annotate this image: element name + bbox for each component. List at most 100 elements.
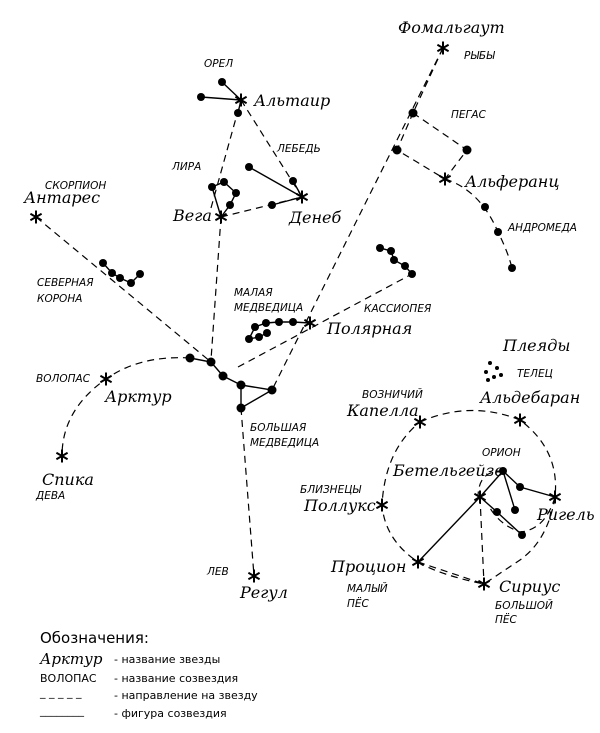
dot <box>408 270 416 278</box>
dir-pegasus-square <box>396 112 468 180</box>
star-name-betelgeuse: Бетельгейзе <box>392 461 504 480</box>
dot <box>495 366 499 370</box>
dot <box>208 183 216 191</box>
dir-vega-to-deneb <box>220 196 303 218</box>
star-marker-spica <box>55 449 69 463</box>
dot <box>268 201 276 209</box>
star-name-sirius: Сириус <box>499 577 560 596</box>
dot <box>289 177 297 185</box>
star-name-altair: Альтаир <box>253 91 330 110</box>
dot <box>218 78 226 86</box>
dot <box>511 506 519 514</box>
const-name-auriga: ВОЗНИЧИЙ <box>362 388 423 401</box>
const-name-canis-major-line2: ПЁС <box>495 613 518 626</box>
const-name-aquila: ОРЕЛ <box>204 58 233 70</box>
dot <box>245 335 253 343</box>
star-marker-betelgeuse <box>473 490 487 504</box>
const-name-canis-minor-line2: ПЁС <box>347 597 370 610</box>
dot <box>492 375 496 379</box>
const-name-pegasus: ПЕГАС <box>451 109 487 121</box>
star-marker-deneb <box>295 190 309 204</box>
dir-ursa-major-to-cassiopeia <box>237 273 413 368</box>
star-name-pollux: Поллукс <box>303 496 376 515</box>
dot <box>518 531 526 539</box>
star-name-polaris: Полярная <box>326 319 412 338</box>
legend-star-example: Арктур <box>39 650 103 668</box>
dot <box>408 108 418 118</box>
dir-ursa-major-to-regulus <box>240 407 255 577</box>
dot <box>236 380 246 390</box>
const-name-lyra: ЛИРА <box>171 161 201 173</box>
const-name-ursa-major-line1: БОЛЬШАЯ <box>250 422 307 434</box>
dot <box>267 385 277 395</box>
dir-fomalhaut-to-ursa-major <box>271 47 444 391</box>
star-name-procyon: Процион <box>330 557 406 576</box>
dot <box>484 370 488 374</box>
dot <box>206 357 216 367</box>
dot <box>387 247 395 255</box>
fig-orion <box>479 469 556 536</box>
star-marker-regulus <box>247 569 261 583</box>
dot <box>108 269 116 277</box>
const-name-ursa-minor-line1: МАЛАЯ <box>234 287 273 299</box>
dir-andromeda-arc <box>444 178 513 269</box>
direction-lines <box>35 47 557 585</box>
legend-dashed-desc: - направление на звезду <box>114 689 258 702</box>
star-marker-sirius <box>477 577 491 591</box>
dot <box>390 256 398 264</box>
legend: Обозначения: Арктур - название звезды ВО… <box>39 629 258 720</box>
legend-title: Обозначения: <box>40 629 149 647</box>
star-name-arcturus: Арктур <box>104 387 172 406</box>
star-name-alpheratz: Альферанц <box>464 172 560 191</box>
star-name-deneb: Денеб <box>288 208 341 227</box>
star-marker-alpheratz <box>438 172 452 186</box>
legend-solid-sample: ________ <box>39 704 85 717</box>
dot <box>494 228 502 236</box>
dot <box>516 483 524 491</box>
dir-winter-ellipse <box>381 409 557 585</box>
dir-pegasus-to-andromeda <box>412 47 444 114</box>
dot <box>462 145 472 155</box>
const-name-ursa-major-line2: МЕДВЕДИЦА <box>250 437 319 449</box>
dot <box>499 373 503 377</box>
const-name-corona-line1: СЕВЕРНАЯ <box>37 277 94 289</box>
legend-solid-desc: - фигура созвездия <box>114 707 227 720</box>
const-name-bootes: ВОЛОПАС <box>36 373 91 385</box>
star-dots <box>99 78 526 539</box>
dot <box>493 508 501 516</box>
star-name-aldebaran: Альдебаран <box>479 388 580 407</box>
dir-orion-to-sirius <box>479 496 485 585</box>
const-name-corona-line2: КОРОНА <box>37 293 82 305</box>
star-name-regulus: Регул <box>239 583 288 602</box>
star-names: Фомальгаут Альтаир Альферанц Антарес Вег… <box>23 18 595 602</box>
dot <box>232 189 240 197</box>
fig-cygnus <box>248 166 303 206</box>
legend-const-example: ВОЛОПАС <box>40 672 97 685</box>
named-star-markers <box>29 41 562 591</box>
star-marker-rigel <box>548 490 562 504</box>
dir-antares-to-ursa-major <box>35 216 212 363</box>
dot <box>116 274 124 282</box>
dot <box>197 93 205 101</box>
dot <box>376 244 384 252</box>
star-marker-antares <box>29 210 43 224</box>
star-marker-capella <box>413 415 427 429</box>
dot <box>127 279 135 287</box>
dot <box>251 323 259 331</box>
dot <box>245 163 253 171</box>
dot <box>263 329 271 337</box>
dir-ursa-major-to-vega <box>210 216 222 361</box>
star-marker-fomalhaut <box>436 41 450 55</box>
star-marker-altair <box>234 93 248 107</box>
const-name-ursa-minor-line2: МЕДВЕДИЦА <box>234 302 303 314</box>
dot <box>499 467 507 475</box>
star-name-spica: Спика <box>42 470 94 489</box>
star-name-pleiades: Плеяды <box>502 336 570 355</box>
dot <box>226 201 234 209</box>
const-name-cassiopeia: КАССИОПЕЯ <box>364 303 432 315</box>
const-name-canis-major-line1: БОЛЬШОЙ <box>495 599 553 612</box>
dot <box>234 109 242 117</box>
dot <box>508 264 516 272</box>
constellation-names: РЫБЫ ОРЕЛ ПЕГАС ЛЕБЕДЬ ЛИРА СКОРПИОН АНД… <box>35 50 577 626</box>
